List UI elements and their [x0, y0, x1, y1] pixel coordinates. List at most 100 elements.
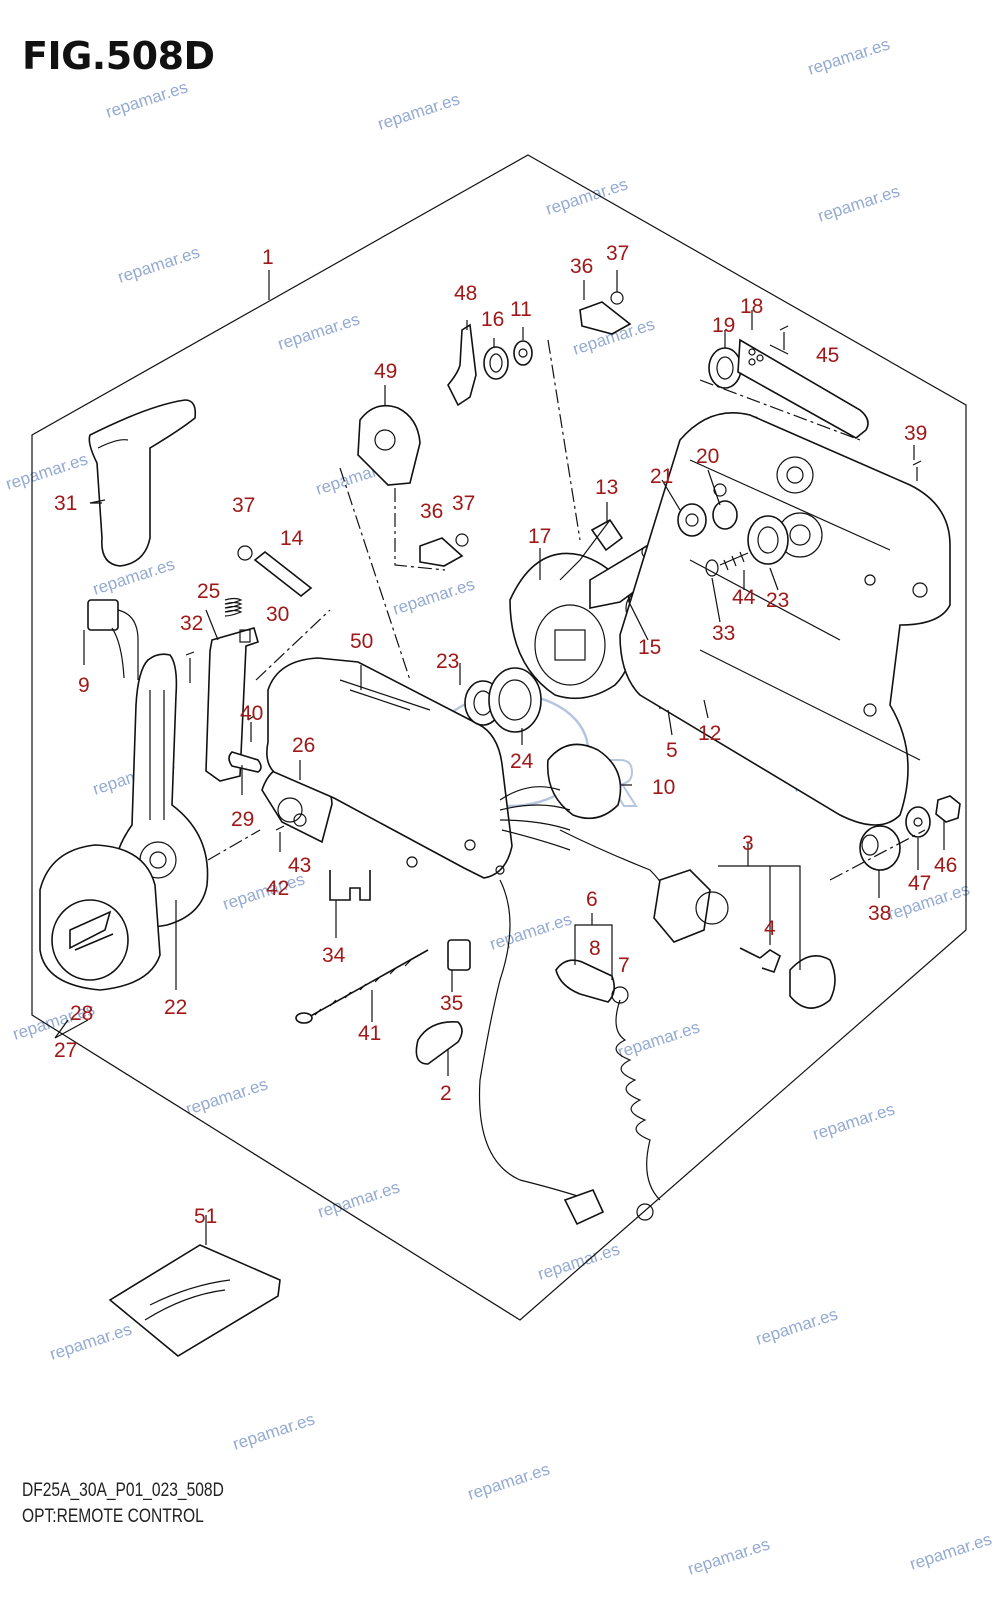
callout-1: 1	[262, 246, 274, 269]
callout-49: 49	[374, 360, 397, 383]
watermark: repamar.es	[230, 1409, 317, 1453]
callout-37c: 37	[452, 492, 475, 515]
callout-15: 15	[638, 636, 661, 659]
parts-artwork	[39, 291, 961, 1357]
clip-part	[329, 870, 371, 901]
callout-10: 10	[652, 776, 675, 799]
watermark: repamar.es	[753, 1304, 840, 1348]
callout-22: 22	[164, 996, 187, 1019]
callout-39: 39	[904, 422, 927, 445]
neutral-switch-part	[87, 599, 119, 631]
callout-14: 14	[280, 527, 304, 550]
callout-25: 25	[197, 580, 220, 603]
connector-part	[563, 1188, 605, 1226]
callout-38: 38	[868, 902, 891, 925]
lever-bracket-part	[357, 404, 421, 486]
screw-part	[185, 651, 195, 683]
callout-16: 16	[481, 308, 504, 331]
callout-18: 18	[740, 295, 763, 318]
callout-21: 21	[650, 465, 673, 488]
callout-37a: 37	[606, 242, 629, 265]
callout-44: 44	[732, 586, 756, 609]
callout-41: 41	[358, 1022, 381, 1045]
callout-7: 7	[618, 954, 630, 977]
grommet-part	[708, 347, 742, 389]
callout-36b: 36	[420, 500, 443, 523]
ignition-switch-part	[653, 869, 711, 943]
watermark: repamar.es	[3, 449, 90, 493]
callout-20: 20	[696, 445, 719, 468]
callout-27: 27	[54, 1039, 77, 1062]
pin-part	[253, 550, 313, 598]
callout-37b: 37	[232, 494, 255, 517]
callout-3: 3	[742, 832, 754, 855]
key-part	[739, 947, 781, 974]
callout-28: 28	[70, 1002, 93, 1025]
cable-end-part	[579, 301, 632, 335]
callout-5: 5	[666, 739, 678, 762]
watermark: repamar.es	[535, 1239, 622, 1283]
cap-part	[415, 1021, 463, 1065]
callout-46: 46	[934, 854, 957, 877]
callout-48: 48	[454, 282, 477, 305]
callout-30: 30	[266, 603, 289, 626]
seal-ring-part	[677, 503, 707, 537]
bracket-part	[205, 627, 259, 782]
callout-24: 24	[510, 750, 534, 773]
watermark: repamar.es	[543, 174, 630, 218]
leader-lines	[54, 270, 945, 1245]
gasket-part	[712, 500, 738, 530]
housing-plate-part	[266, 657, 513, 879]
callout-12: 12	[698, 722, 721, 745]
watermark: repamar.es	[685, 1534, 772, 1578]
switch-body-part	[546, 743, 622, 820]
callout-40: 40	[240, 702, 263, 725]
callout-35: 35	[440, 992, 463, 1015]
callout-51: 51	[194, 1205, 217, 1228]
callout-32: 32	[180, 612, 203, 635]
callout-8: 8	[589, 937, 601, 960]
callout-labels: 1 2 3 4 5 6 7 8 9 10 11 12 13 14 15 16 1…	[54, 242, 957, 1228]
parts-bag-part	[108, 1244, 281, 1357]
drawing-description: OPT:REMOTE CONTROL	[22, 1506, 204, 1527]
watermark: repamar.es	[815, 181, 902, 225]
rubber-mount-part	[859, 825, 901, 871]
callout-47: 47	[908, 872, 931, 895]
watermark: repamar.es	[810, 1099, 897, 1143]
callout-23a: 23	[436, 650, 459, 673]
watermark: repamar.es	[47, 1319, 134, 1363]
callout-29: 29	[231, 808, 254, 831]
watermark: repamar.es	[465, 1459, 552, 1503]
callout-19: 19	[712, 314, 735, 337]
link-plate-part	[228, 751, 262, 773]
block-part	[447, 939, 471, 971]
callout-43: 43	[288, 854, 311, 877]
callout-6: 6	[586, 888, 598, 911]
watermark: repamar.es	[390, 574, 477, 618]
spring-part	[224, 597, 243, 617]
callout-42: 42	[266, 877, 289, 900]
nut-part	[935, 795, 961, 823]
watermark: repamar.es	[115, 242, 202, 286]
cable-end-part	[419, 537, 464, 567]
shift-link-part	[447, 323, 477, 407]
watermark: repamar.es	[805, 34, 892, 78]
ring-part	[488, 667, 542, 733]
callout-2: 2	[440, 1082, 452, 1105]
callout-23b: 23	[766, 589, 789, 612]
callout-4: 4	[764, 917, 776, 940]
drawing-code: DF25A_30A_P01_023_508D	[22, 1480, 224, 1501]
watermark: repamar.es	[487, 909, 574, 953]
watermark: repamar.es	[907, 1529, 994, 1573]
watermark: repamar.es	[103, 77, 190, 121]
watermark: repamar.es	[375, 89, 462, 133]
lanyard-part	[615, 999, 661, 1201]
watermark: repamar.es	[275, 309, 362, 353]
callout-9: 9	[78, 674, 90, 697]
grip-part	[88, 399, 197, 567]
washer-part	[905, 806, 931, 838]
callout-13: 13	[595, 476, 618, 499]
callout-36a: 36	[570, 255, 593, 278]
knob-part	[789, 954, 836, 1009]
